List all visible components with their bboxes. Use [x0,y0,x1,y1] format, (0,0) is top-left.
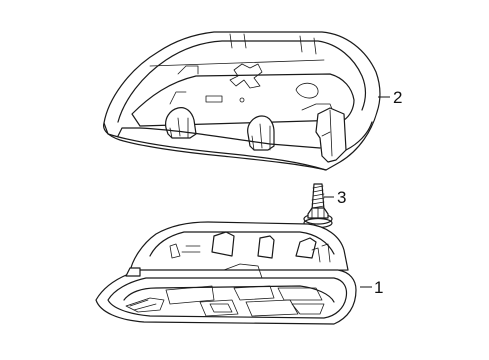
callout-1: 1 [360,278,383,297]
callout-3-number: 3 [337,188,346,207]
callout-1-number: 1 [374,278,383,297]
part-1-console [95,221,357,325]
part-3-screw [303,183,333,229]
callout-3: 3 [324,188,346,207]
callout-2: 2 [378,88,402,107]
part-2-housing [103,31,381,171]
callout-2-number: 2 [393,88,402,107]
